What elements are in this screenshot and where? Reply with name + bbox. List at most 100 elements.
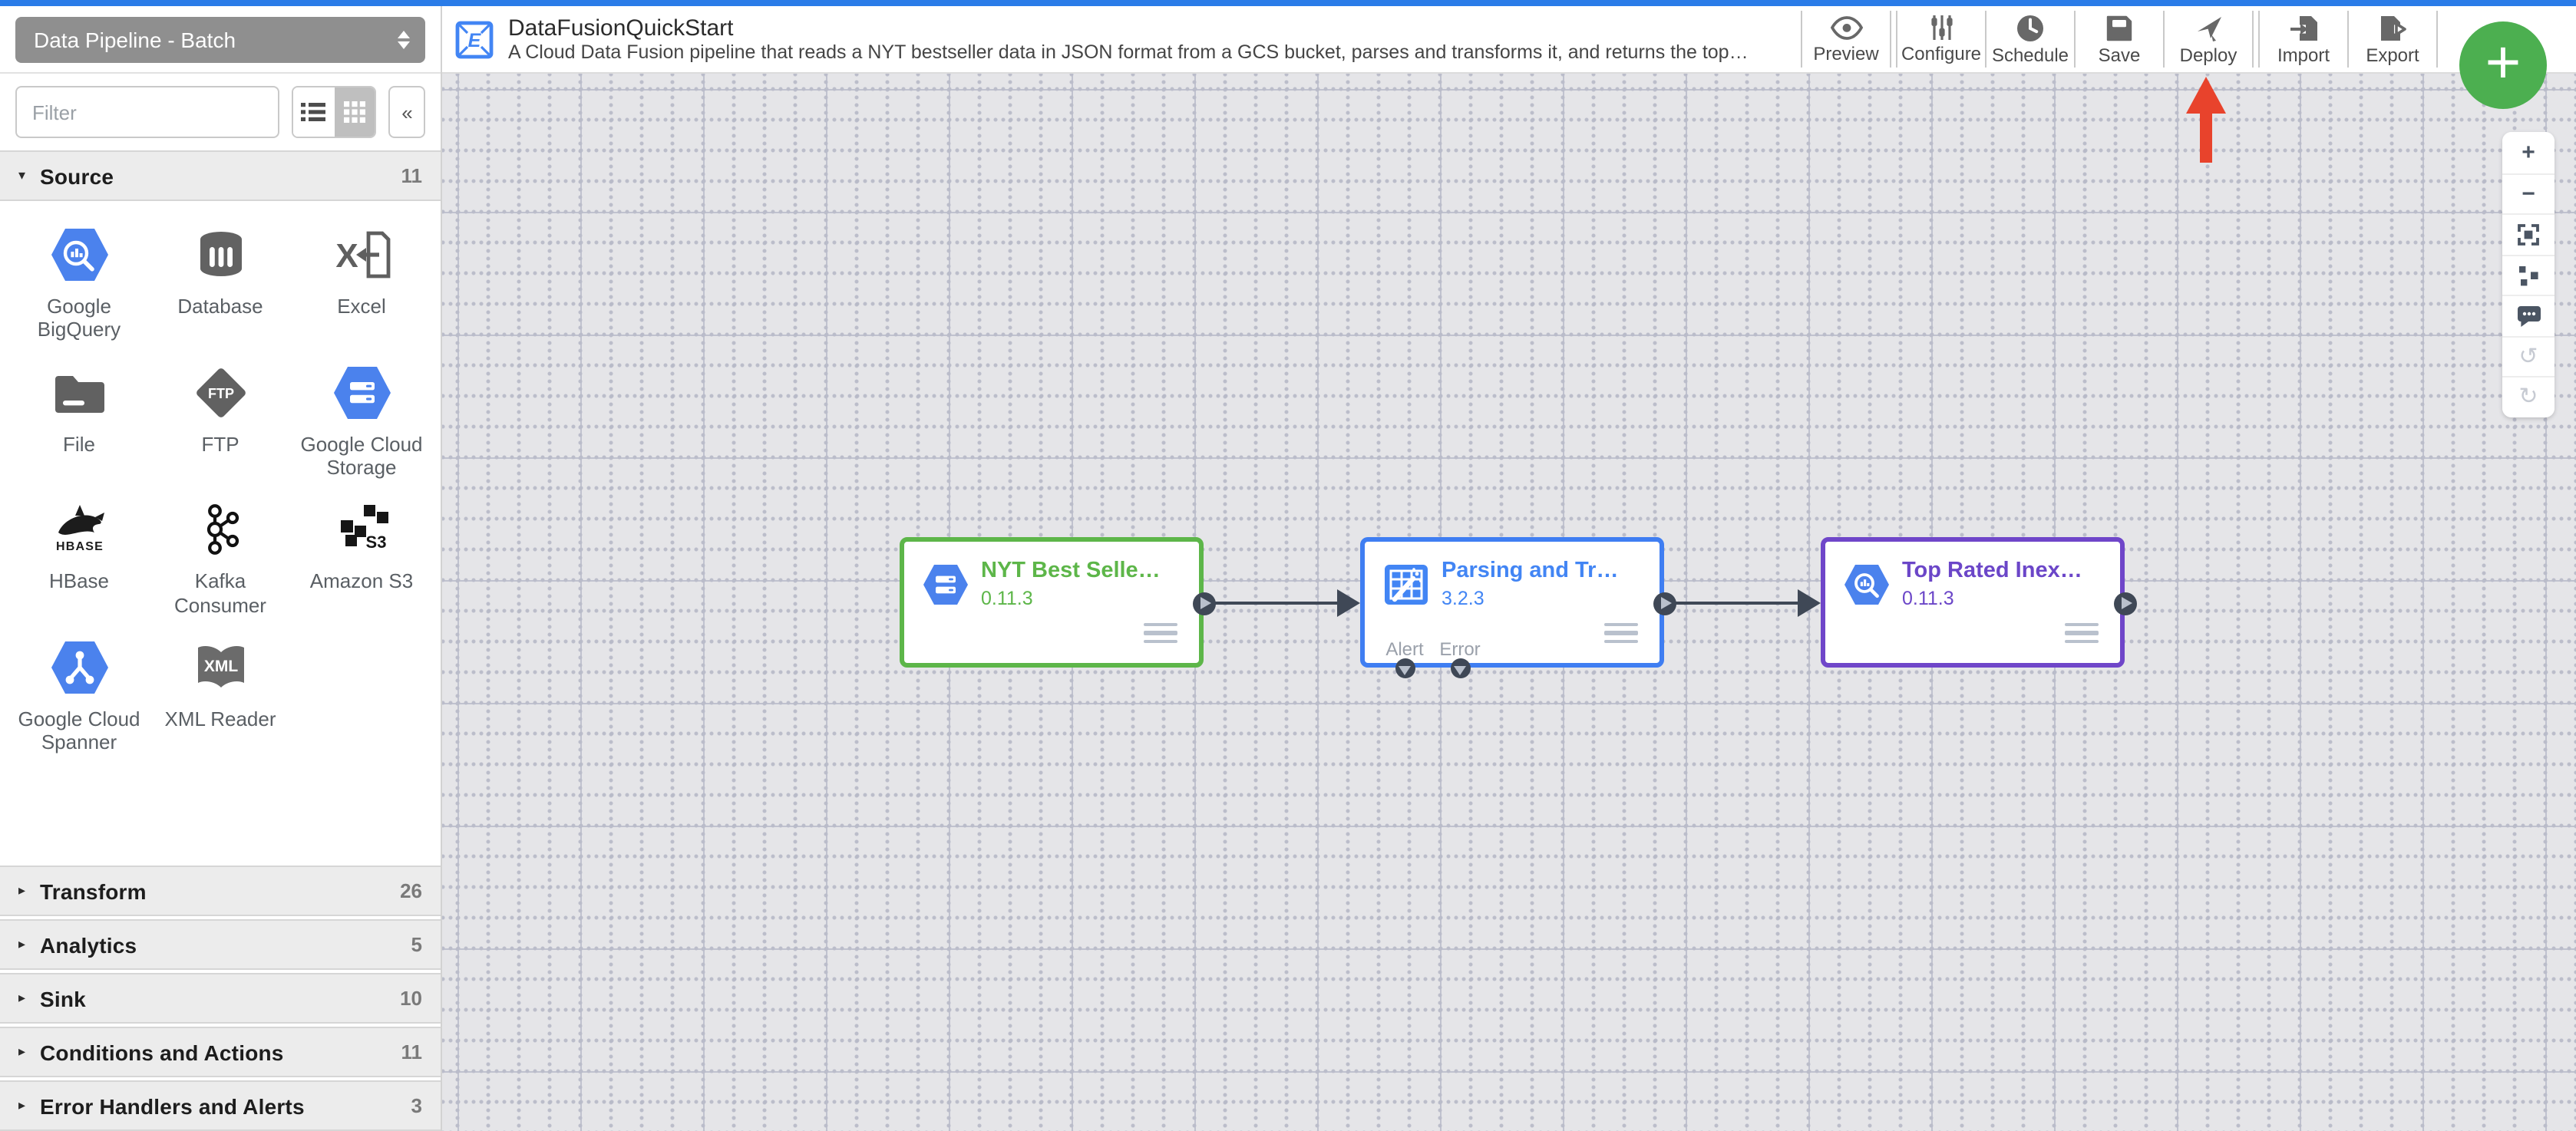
section-header-transform[interactable]: ▸ Transform 26 <box>0 866 441 916</box>
fit-to-screen-button[interactable] <box>2502 213 2555 254</box>
view-toggle-group <box>292 86 377 138</box>
node-top-rated-inexpensive[interactable]: Top Rated Inex… 0.11.3 <box>1821 537 2125 668</box>
output-port[interactable] <box>1653 592 1676 615</box>
alert-port[interactable] <box>1395 658 1415 678</box>
toolbar-divider <box>1890 11 1891 68</box>
chevron-right-icon: ▸ <box>18 936 26 951</box>
section-header-source[interactable]: ▾ Source 11 <box>0 150 441 201</box>
plugin-excel[interactable]: X Excel <box>291 226 432 341</box>
node-nyt-best-sellers[interactable]: NYT Best Selle… 0.11.3 <box>900 537 1204 668</box>
toolbar-divider <box>2258 11 2260 68</box>
toolbar-label: Deploy <box>2179 45 2237 66</box>
preview-eye-icon <box>1829 15 1863 39</box>
schedule-clock-icon <box>2017 15 2043 41</box>
plugin-hbase[interactable]: HBASE HBase <box>8 501 150 617</box>
svg-text:S3: S3 <box>365 533 386 552</box>
export-icon <box>2381 15 2406 40</box>
dropdown-spinner-icon <box>398 30 410 48</box>
error-port-label: Error <box>1439 638 1481 660</box>
connection-line[interactable] <box>1214 601 1340 605</box>
toolbar-divider <box>1985 11 1986 68</box>
plugin-ftp[interactable]: FTP FTP <box>150 363 291 479</box>
node-title: Parsing and Tr… <box>1442 559 1619 583</box>
section-label: Analytics <box>40 932 137 957</box>
plugin-database[interactable]: Database <box>150 226 291 341</box>
connection-arrowhead <box>1798 589 1821 617</box>
plugin-file[interactable]: File <box>8 363 150 479</box>
top-accent-bar <box>0 0 2576 6</box>
toolbar-divider <box>2252 11 2254 68</box>
kafka-icon <box>206 504 239 556</box>
pipeline-type-dropdown[interactable]: Data Pipeline - Batch <box>15 16 425 62</box>
undo-button[interactable]: ↺ <box>2502 335 2555 376</box>
fit-to-screen-icon <box>2518 223 2539 246</box>
section-header-sink[interactable]: ▸ Sink 10 <box>0 973 441 1024</box>
output-port[interactable] <box>2113 592 2136 615</box>
section-count: 3 <box>411 1094 422 1117</box>
error-port[interactable] <box>1450 658 1470 678</box>
export-button[interactable]: Export <box>2349 6 2436 72</box>
section-header-error-handlers-and-alerts[interactable]: ▸ Error Handlers and Alerts 3 <box>0 1080 441 1131</box>
bigquery-icon <box>51 229 107 281</box>
section-label: Conditions and Actions <box>40 1040 284 1064</box>
configure-button[interactable]: Configure <box>1897 6 1985 72</box>
ftp-icon: FTP <box>196 368 245 417</box>
redo-icon: ↻ <box>2518 384 2538 411</box>
plugin-filter-input[interactable] <box>15 86 279 138</box>
toolbar-divider <box>2347 11 2349 68</box>
output-port[interactable] <box>1192 592 1215 615</box>
sidebar-collapse-button[interactable]: « <box>388 86 425 138</box>
connection-line[interactable] <box>1675 601 1799 605</box>
plugin-label: HBase <box>48 569 110 593</box>
zoom-in-icon: + <box>2522 139 2535 166</box>
comment-button[interactable] <box>2502 295 2555 335</box>
list-view-button[interactable] <box>293 87 335 137</box>
pipeline-description[interactable]: A Cloud Data Fusion pipeline that reads … <box>508 41 1752 63</box>
save-button[interactable]: Save <box>2076 6 2163 72</box>
auto-align-icon <box>2519 266 2538 286</box>
import-icon <box>2289 15 2317 40</box>
canvas-zoom-controls: + − ↺ ↻ <box>2502 132 2555 417</box>
arrow-stem <box>2200 110 2212 163</box>
plugin-xml-reader[interactable]: XML XML Reader <box>150 638 291 754</box>
pipeline-canvas[interactable]: NYT Best Selle… 0.11.3 Parsing and Tr… 3… <box>442 74 2576 1131</box>
add-entity-fab-button[interactable]: + <box>2459 21 2547 109</box>
toolbar-label: Preview <box>1813 42 1879 64</box>
section-header-conditions-and-actions[interactable]: ▸ Conditions and Actions 11 <box>0 1027 441 1077</box>
schedule-button[interactable]: Schedule <box>1986 6 2074 72</box>
grid-view-button[interactable] <box>334 87 375 137</box>
action-toolbar: Preview Configure <box>1801 6 2438 72</box>
plugin-label: Kafka Consumer <box>174 569 266 617</box>
preview-button[interactable]: Preview <box>1802 6 1890 72</box>
redo-button[interactable]: ↻ <box>2502 376 2555 417</box>
plugin-label: Google BigQuery <box>37 295 121 341</box>
node-menu-icon[interactable] <box>2065 622 2099 643</box>
toolbar-divider <box>2163 11 2165 68</box>
import-button[interactable]: Import <box>2260 6 2347 72</box>
configure-sliders-icon <box>1930 15 1952 40</box>
chevron-right-icon: ▸ <box>18 882 26 898</box>
grid-view-icon <box>344 101 366 123</box>
node-parsing-and-transform[interactable]: Parsing and Tr… 3.2.3 <box>1360 537 1664 668</box>
deploy-button[interactable]: Deploy <box>2165 6 2252 72</box>
section-count: 5 <box>411 933 422 956</box>
plugin-label: Google Cloud Spanner <box>18 707 140 754</box>
pipeline-name[interactable]: DataFusionQuickStart <box>508 15 734 41</box>
node-menu-icon[interactable] <box>1144 622 1177 643</box>
section-header-analytics[interactable]: ▸ Analytics 5 <box>0 919 441 970</box>
auto-align-button[interactable] <box>2502 254 2555 295</box>
svg-text:HBASE: HBASE <box>55 541 103 554</box>
wrangler-node-icon <box>1385 565 1428 605</box>
plugin-label: Google Cloud Storage <box>300 432 423 479</box>
plugin-google-cloud-spanner[interactable]: Google Cloud Spanner <box>8 638 150 754</box>
zoom-out-button[interactable]: − <box>2502 173 2555 213</box>
section-label: Source <box>40 163 114 188</box>
chevron-right-icon: ▸ <box>18 1097 26 1113</box>
plugin-amazon-s3[interactable]: S3 Amazon S3 <box>291 501 432 617</box>
plugin-google-cloud-storage[interactable]: Google Cloud Storage <box>291 363 432 479</box>
node-menu-icon[interactable] <box>1604 622 1638 643</box>
zoom-in-button[interactable]: + <box>2502 132 2555 173</box>
plugin-kafka-consumer[interactable]: Kafka Consumer <box>150 501 291 617</box>
toolbar-label: Save <box>2098 44 2141 65</box>
plugin-google-bigquery[interactable]: Google BigQuery <box>8 226 150 341</box>
